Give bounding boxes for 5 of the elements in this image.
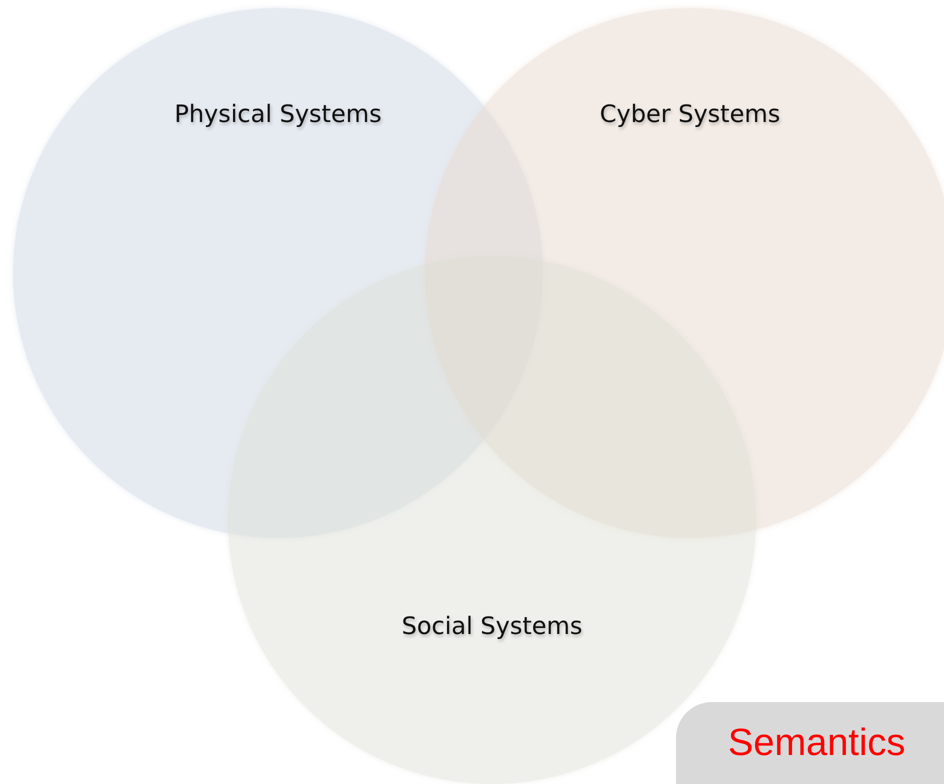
- circle-label: Cyber Systems: [600, 100, 780, 128]
- label-panel: [676, 702, 944, 784]
- circle-label: Physical Systems: [174, 100, 382, 128]
- panel-label: Semantics: [728, 722, 906, 765]
- circle-label: Social Systems: [402, 612, 582, 640]
